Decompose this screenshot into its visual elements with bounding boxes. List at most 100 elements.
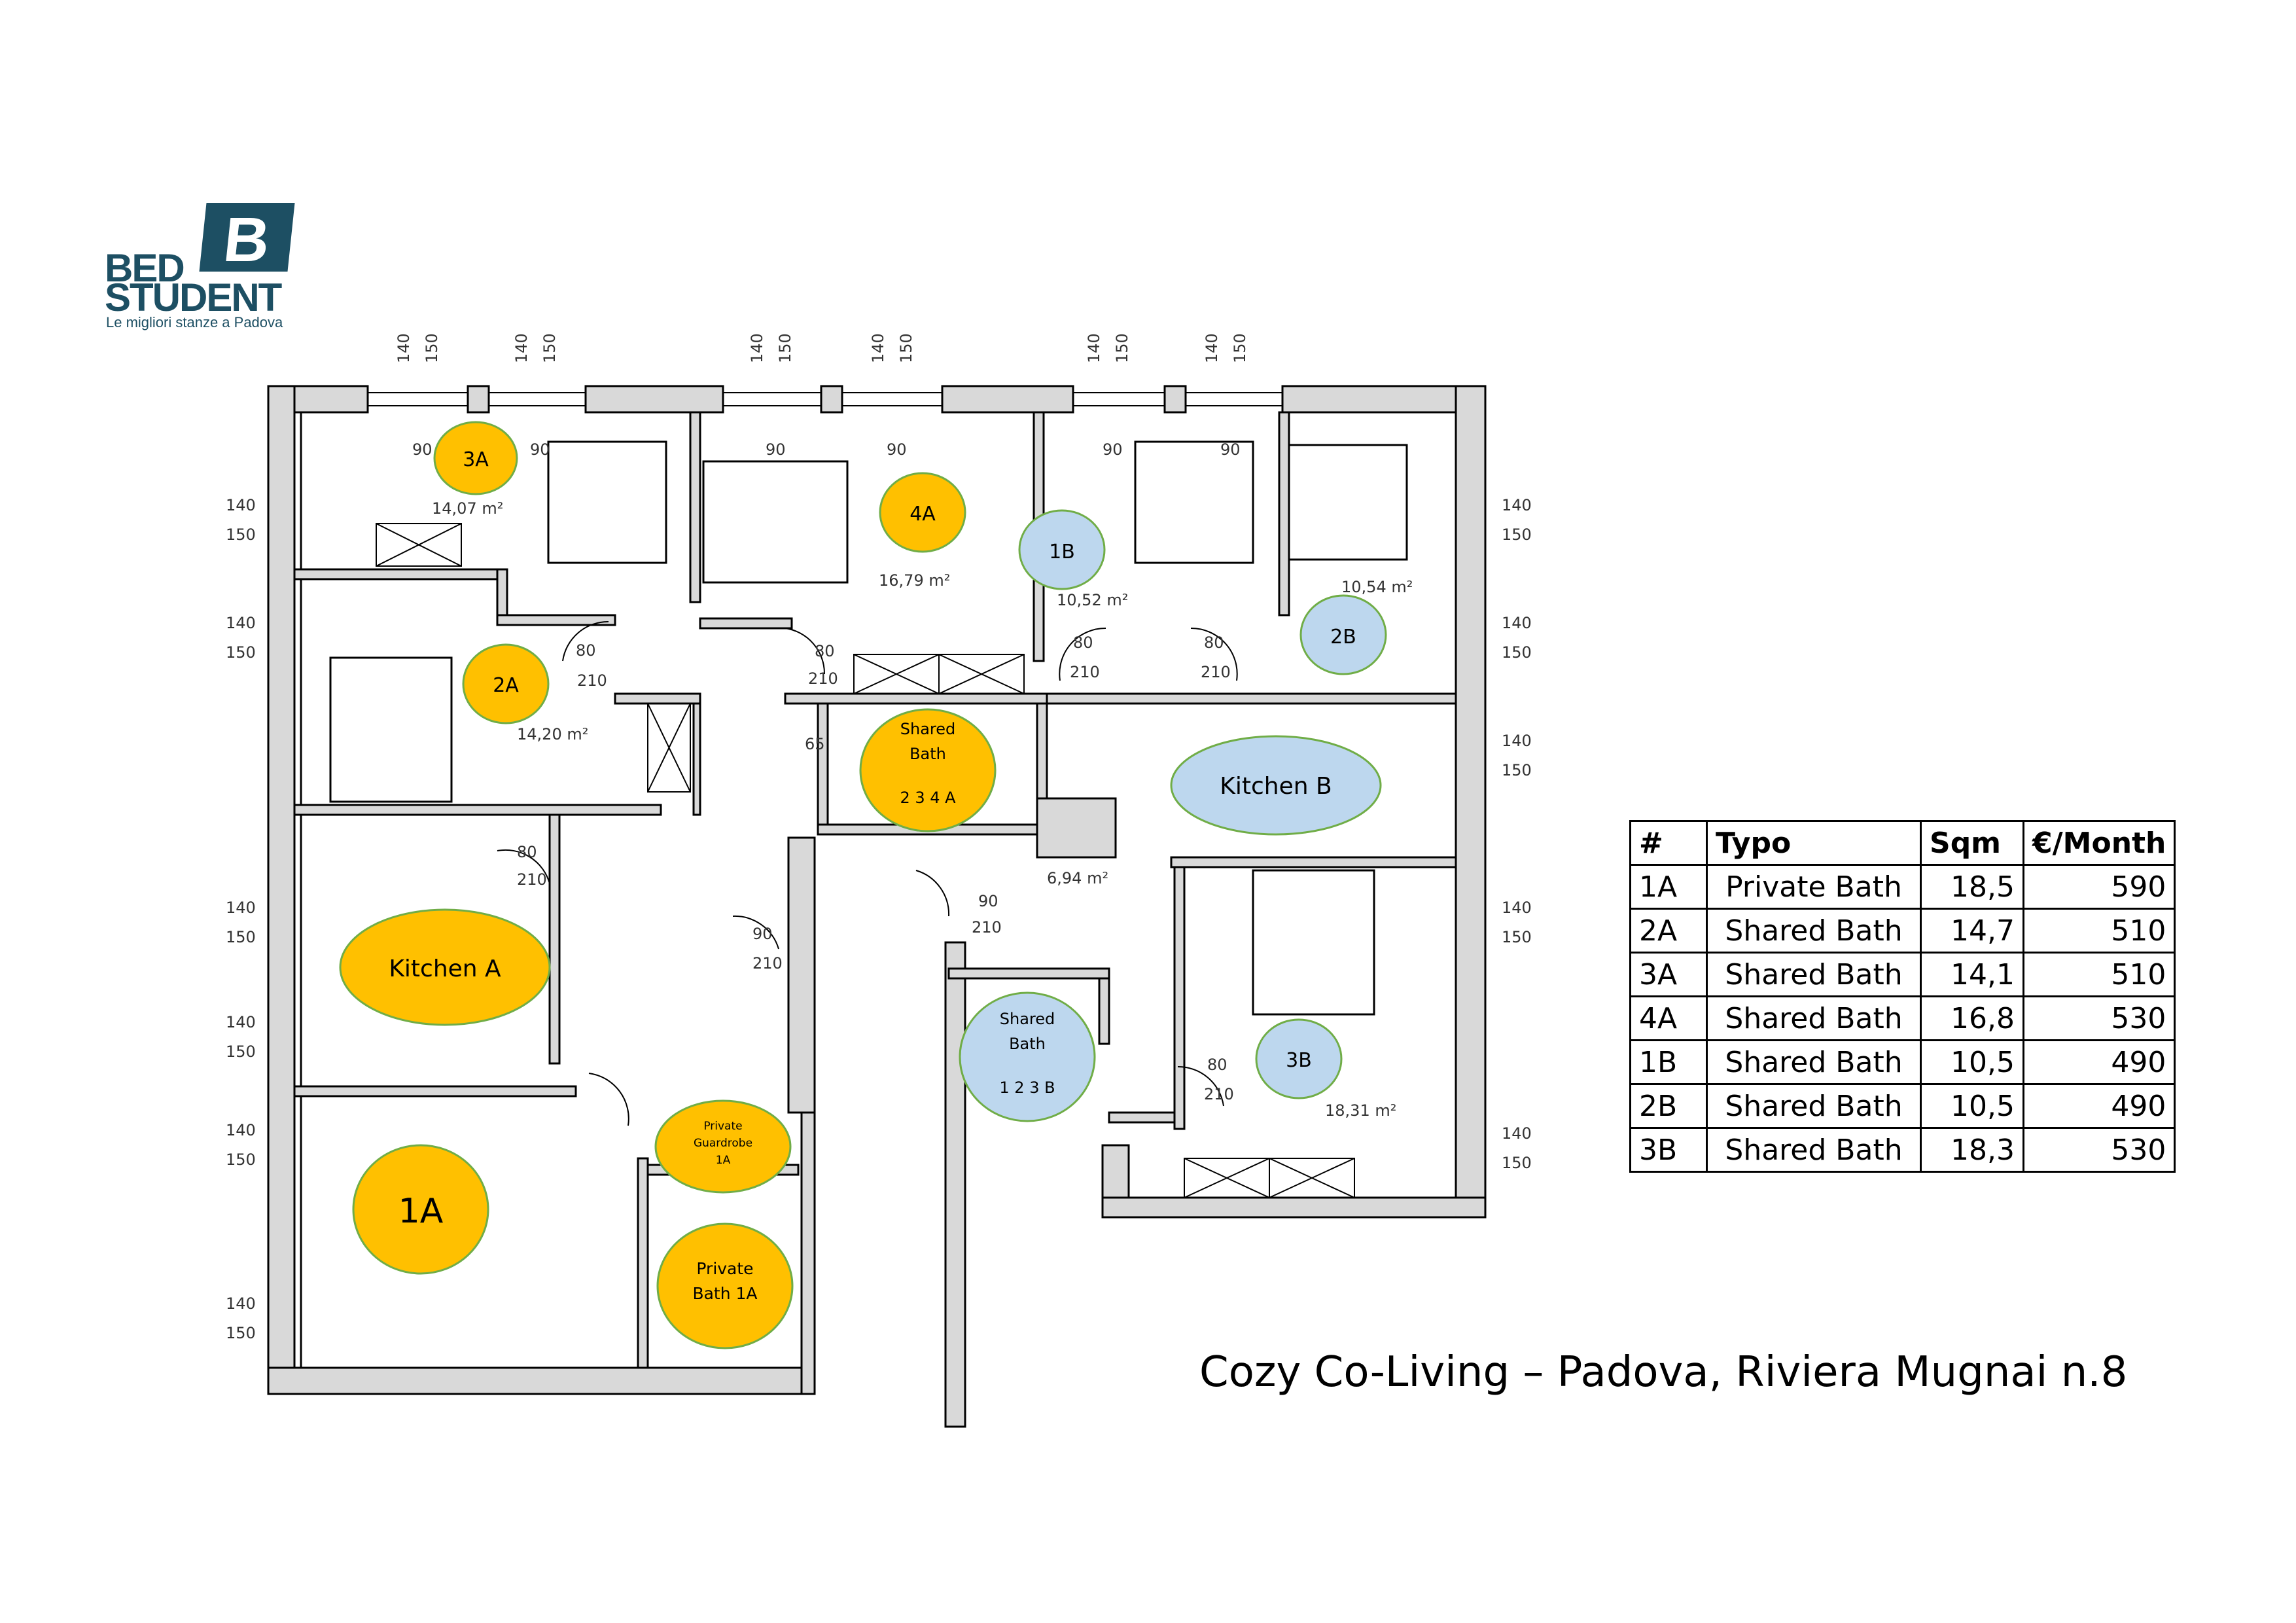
col-header-sqm: Sqm [1920,820,2024,866]
dim-label: 140 [226,1013,256,1031]
cell-sqm: 14,1 [1920,952,2024,997]
cell-typo: Shared Bath [1706,1083,1922,1129]
table-row: 4A Shared Bath 16,8 530 [1629,995,2176,1041]
dim-label: 90 [887,440,907,459]
room-3B-area: 18,31 m² [1325,1101,1396,1120]
cell-room: 4A [1629,995,1708,1041]
cell-sqm: 16,8 [1920,995,2024,1041]
table-row: 3B Shared Bath 18,3 530 [1629,1127,2176,1173]
private-guardrobe-marker [654,1099,792,1194]
table-row: 1B Shared Bath 10,5 490 [1629,1039,2176,1085]
room-3A-marker [433,421,518,495]
dim-label: 90 [766,440,786,459]
private-bath-1a-line2: Bath 1A [692,1284,757,1303]
cell-typo: Shared Bath [1706,908,1922,954]
cell-room: 1A [1629,864,1708,910]
room-3B-marker [1255,1018,1343,1099]
bed-student-logo: B BED STUDENT Le migliori stanze a Padov… [98,196,321,334]
shared-bath-a-line2: Bath [910,745,946,763]
cell-room: 2B [1629,1083,1708,1129]
table-row: 2A Shared Bath 14,7 510 [1629,908,2176,954]
dim-label: 150 [540,333,559,363]
dim-label: 210 [1201,663,1231,681]
cell-typo: Shared Bath [1706,952,1922,997]
shared-bath-b-line2: Bath [1009,1035,1046,1053]
price-table-header: # Typo Sqm €/Month [1629,820,2176,866]
dim-label: 140 [1085,333,1103,363]
private-bath-1a-line1: Private [696,1259,753,1278]
cell-typo: Shared Bath [1706,1127,1922,1173]
cell-sqm: 14,7 [1920,908,2024,954]
shared-bath-b-line1: Shared [1000,1010,1055,1028]
dim-label: 140 [226,899,256,917]
dim-label: 140 [869,333,887,363]
room-1A-label: 1A [398,1192,444,1231]
dim-label: 150 [226,526,256,544]
cell-typo: Shared Bath [1706,1039,1922,1085]
dim-label: 140 [226,1121,256,1139]
cell-sqm: 18,5 [1920,864,2024,910]
dim-label: 80 [576,641,596,660]
private-bath-1a: Private Bath 1A [656,1222,794,1349]
cell-room: 1B [1629,1039,1708,1085]
cell-typo: Shared Bath [1706,995,1922,1041]
col-header-price: €/Month [2022,820,2176,866]
shared-bath-a-line3: 2 3 4 A [900,789,956,807]
dim-label: 150 [226,643,256,662]
dim-label: 150 [1502,526,1532,544]
dim-label: 90 [412,440,433,459]
bed-symbols [329,440,1408,1016]
kitchen-b: Kitchen B [1170,735,1382,836]
cell-price: 490 [2022,1083,2176,1129]
dim-label: 80 [1073,633,1093,652]
table-row: 3A Shared Bath 14,1 510 [1629,952,2176,997]
dim-label: 80 [1207,1056,1227,1074]
dim-label: 210 [752,954,783,972]
dim-label: 65 [805,735,825,753]
room-4A-label: 4A [910,503,936,526]
dim-label: 140 [226,1294,256,1313]
table-row: 2B Shared Bath 10,5 490 [1629,1083,2176,1129]
dim-label: 150 [226,928,256,946]
dim-label: 90 [530,440,550,459]
window-lines [368,392,1282,406]
room-3A: 3A 14,07 m² [432,421,518,518]
dim-label: 210 [577,671,607,690]
dim-label: 150 [1231,333,1249,363]
room-4A: 4A 16,79 m² [879,472,966,590]
shared-bath-b-marker [959,991,1096,1122]
cell-sqm: 10,5 [1920,1039,2024,1085]
cell-room: 2A [1629,908,1708,954]
kitchen-a-marker [339,908,551,1026]
kitchen-a: Kitchen A [339,908,551,1026]
cell-price: 490 [2022,1039,2176,1085]
room-4A-marker [879,472,966,553]
room-2A-label: 2A [493,674,519,697]
table-row: 1A Private Bath 18,5 590 [1629,864,2176,910]
room-1A-marker [352,1144,489,1275]
room-2B-label: 2B [1330,626,1356,649]
dim-label: 140 [395,333,413,363]
private-guardrobe-line3: 1A [716,1154,731,1167]
cell-room: 3B [1629,1127,1708,1173]
shared-bath-b: Shared Bath 1 2 3 B [959,991,1096,1122]
dim-label: 210 [1070,663,1100,681]
dim-label: 150 [897,333,915,363]
room-1B-label: 1B [1049,541,1075,563]
room-4A-area: 16,79 m² [879,571,950,590]
dim-label: 150 [1502,761,1532,779]
dim-label: 210 [808,669,838,688]
shared-bath-a-line1: Shared [900,720,956,738]
logo-tagline: Le migliori stanze a Padova [106,314,283,330]
dim-label: 140 [1502,899,1532,917]
dim-label: 150 [1502,928,1532,946]
dim-label: 210 [517,870,547,889]
cell-price: 530 [2022,995,2176,1041]
shared-bath-a-marker [859,708,997,832]
room-3B-label: 3B [1286,1049,1312,1072]
shared-bath-b-line3: 1 2 3 B [999,1079,1055,1097]
logo-text-student: STUDENT [105,276,282,319]
dim-label: 140 [1502,614,1532,632]
room-2B-area: 10,54 m² [1341,578,1413,596]
cell-typo: Private Bath [1706,864,1922,910]
